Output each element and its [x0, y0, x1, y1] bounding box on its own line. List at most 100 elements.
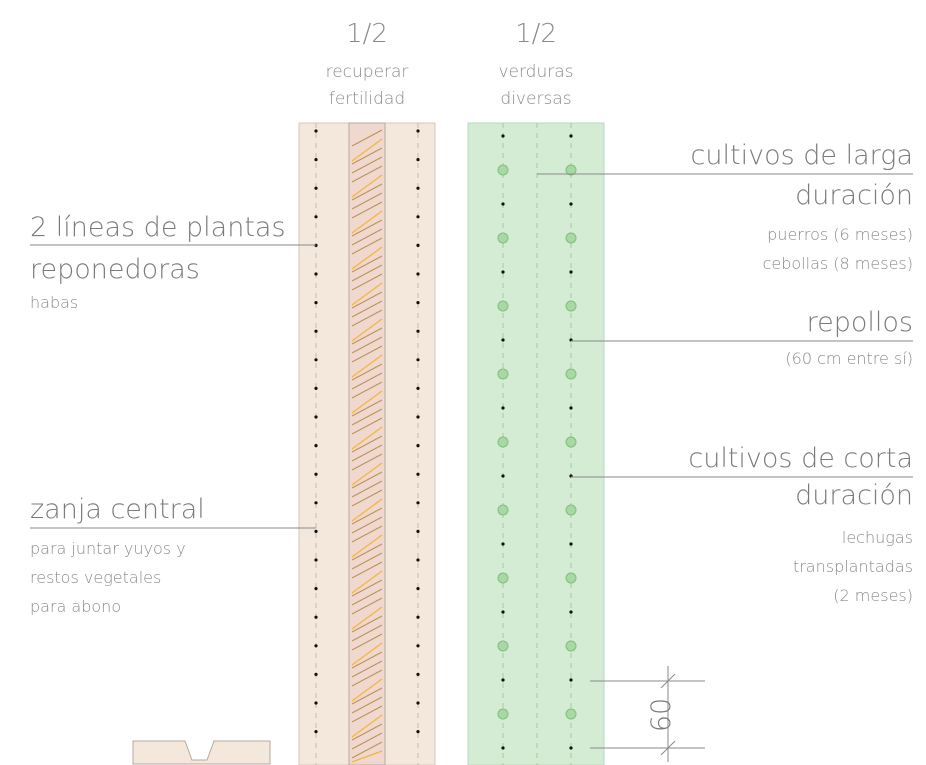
straw-stroke [351, 408, 383, 426]
bean-plant-dot [314, 529, 318, 534]
plant-dot [569, 202, 573, 206]
straw-stroke [351, 165, 383, 183]
bean-plant-dot [314, 701, 318, 705]
straw-stroke [351, 714, 383, 738]
straw-stroke [351, 678, 383, 702]
column-label-left-line2: fertilidad [329, 89, 405, 109]
bean-plant-dot [416, 358, 420, 362]
straw-stroke [351, 732, 383, 750]
straw-stroke [351, 129, 383, 147]
straw-stroke [351, 723, 383, 741]
dimension-label: 60 [646, 698, 677, 732]
straw-stroke [351, 345, 383, 363]
bean-plant-dot [314, 558, 318, 562]
seedling-circle [565, 436, 577, 448]
plant-dot [501, 610, 505, 614]
bean-plant-dot [416, 215, 420, 219]
bean-plant-dot [314, 386, 318, 390]
label-cabbages-title1: repollos [807, 307, 913, 338]
label-short-crops-sub3: (2 meses) [833, 586, 913, 605]
straw-stroke [351, 291, 383, 309]
straw-stroke [351, 363, 383, 381]
seedling-circle [497, 572, 509, 584]
plant-dot [569, 542, 573, 546]
straw-stroke [351, 741, 383, 759]
bean-plant-dot [314, 615, 318, 619]
plant-dot [569, 746, 573, 750]
label-trench: zanja central para juntar yuyos y restos… [30, 494, 316, 616]
straw-stroke [351, 444, 383, 462]
column-fraction-right: 1/2 [515, 19, 557, 49]
straw-stroke [351, 516, 383, 534]
straw-stroke [351, 570, 383, 594]
seedling-circle [565, 572, 577, 584]
column-header-left: 1/2 recuperar fertilidad [326, 19, 409, 109]
straw-stroke [351, 615, 383, 633]
bean-plant-dot [416, 386, 420, 390]
bean-plant-dot [314, 158, 318, 162]
label-trench-title1: zanja central [30, 494, 205, 525]
straw-stroke [351, 489, 383, 507]
seedling-circle [497, 708, 509, 720]
plant-dot [501, 746, 505, 750]
label-cabbages: repollos (60 cm entre sí) [571, 307, 913, 368]
label-bean-rows-title2: reponedoras [30, 254, 200, 285]
straw-stroke [351, 381, 383, 399]
bean-plant-dot [416, 730, 420, 734]
label-short-crops-title1: cultivos de corta [688, 443, 913, 474]
plant-dot [569, 270, 573, 274]
plant-dot [569, 678, 573, 682]
bean-plant-dot [416, 301, 420, 305]
label-long-crops-sub2: cebollas (8 meses) [763, 254, 913, 273]
straw-stroke [351, 174, 383, 198]
bean-plant-dot [314, 644, 318, 648]
straw-stroke [351, 705, 383, 723]
label-long-crops-title1: cultivos de larga [691, 140, 913, 171]
straw-stroke [351, 417, 383, 435]
bean-plant-dot [416, 672, 420, 677]
plant-dot [569, 406, 573, 410]
plant-dot [569, 134, 573, 138]
bean-plant-dot [314, 472, 318, 476]
straw-stroke [351, 588, 383, 606]
straw-stroke [351, 651, 383, 669]
straw-stroke [351, 390, 383, 414]
column-header-right: 1/2 verduras diversas [498, 19, 573, 109]
bean-plant-dot [416, 329, 420, 333]
straw-stroke [351, 552, 383, 570]
straw-stroke [351, 300, 383, 318]
straw-stroke [351, 282, 383, 306]
straw-stroke [351, 687, 383, 705]
straw-stroke [351, 183, 383, 201]
straw-stroke [351, 525, 383, 543]
label-bean-rows: 2 líneas de plantas reponedoras habas [30, 212, 316, 312]
bean-plants [314, 129, 420, 734]
bean-plant-dot [314, 672, 318, 677]
straw-stroke [351, 246, 383, 270]
label-long-crops-sub1: puerros (6 meses) [767, 225, 913, 244]
bean-plant-dot [416, 415, 420, 419]
seedling-circle [497, 504, 509, 516]
straw-stroke [351, 210, 383, 234]
bean-plant-dot [314, 186, 318, 190]
straw-stroke [351, 579, 383, 597]
bean-plant-dot [416, 272, 420, 276]
bean-plant-dot [314, 129, 318, 133]
bean-plant-dot [416, 529, 420, 534]
straw-stroke [351, 147, 383, 165]
straw-stroke [351, 462, 383, 486]
seedling-circle [497, 436, 509, 448]
label-short-crops-title2: duración [795, 480, 913, 511]
seedling-circle [497, 232, 509, 244]
bean-plant-dot [416, 615, 420, 619]
bean-plant-dot [314, 272, 318, 276]
straw-stroke [351, 642, 383, 666]
bean-plant-dot [416, 444, 420, 448]
plant-dot [501, 542, 505, 546]
straw-stroke [351, 696, 383, 714]
straw-stroke [351, 138, 383, 162]
straw-stroke [351, 228, 383, 246]
straw-stroke [351, 237, 383, 255]
bean-plant-dot [416, 243, 420, 247]
label-long-crops-title2: duración [795, 180, 913, 211]
